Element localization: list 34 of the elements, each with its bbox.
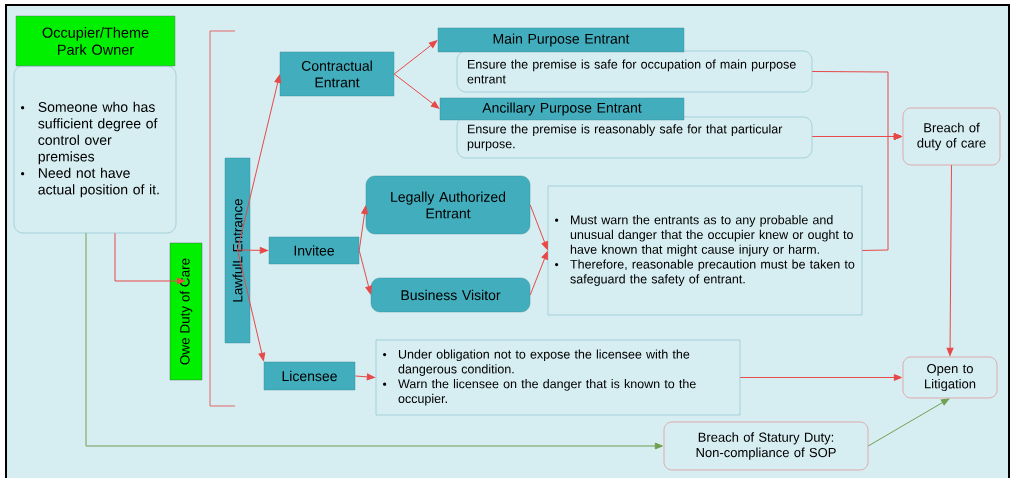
arrow [861, 133, 902, 251]
process-box: Business Visitor [370, 277, 531, 313]
vertical-box: Owe Duty of Care [169, 242, 203, 381]
arrow [114, 232, 186, 285]
vertical-box: LawfulL Entrance [224, 157, 251, 344]
outcome-box: Breach of duty of care [902, 107, 1001, 166]
arrow [237, 74, 282, 251]
arrow [393, 73, 440, 109]
arrow [237, 249, 266, 361]
arrow [739, 374, 902, 381]
text-box: Ensure the premise is safe for occupation of main purpose entrant [456, 50, 813, 93]
arrow [946, 164, 954, 356]
arrow [867, 398, 950, 447]
outcome-box: Open to Litigation [902, 356, 998, 399]
process-box: Invitee [268, 236, 360, 265]
text-box: Ensure the premise is reasonably safe for that particular purpose. [456, 116, 813, 159]
outcome-box: Breach of Statury Duty: Non-compliance of SOP [663, 421, 869, 471]
title-box: Occupier/Theme Park Owner [15, 15, 176, 67]
arrow [237, 246, 268, 254]
arrow [354, 373, 375, 381]
bullet-box: Someone who has sufficient degree of control over premises Need not have actual position of it. [13, 65, 177, 234]
arrow [358, 250, 372, 295]
arrow [85, 232, 663, 450]
header-box: Ancillary Purpose Entrant [439, 97, 685, 121]
bullet-box: Must warn the entrants as to any probable and unusual danger that the occupier knew or ought to have known that might cause injury or harm. Therefore, reasonable precaution must be taken to safeguard the safety of entrant. [547, 185, 863, 316]
process-box: Contractual Entrant [279, 51, 395, 97]
bullet-box: Under obligation not to expose the licensee with the dangerous condition. Warn the licensee on the danger that is known to the occupier. [375, 339, 741, 416]
arrow [529, 204, 548, 250]
header-box: Main Purpose Entrant [437, 27, 685, 53]
process-box: Legally Authorized Entrant [365, 175, 531, 235]
process-box: Licensee [263, 361, 356, 391]
arrow [529, 251, 548, 296]
arrow [393, 40, 438, 75]
arrow [358, 205, 368, 251]
